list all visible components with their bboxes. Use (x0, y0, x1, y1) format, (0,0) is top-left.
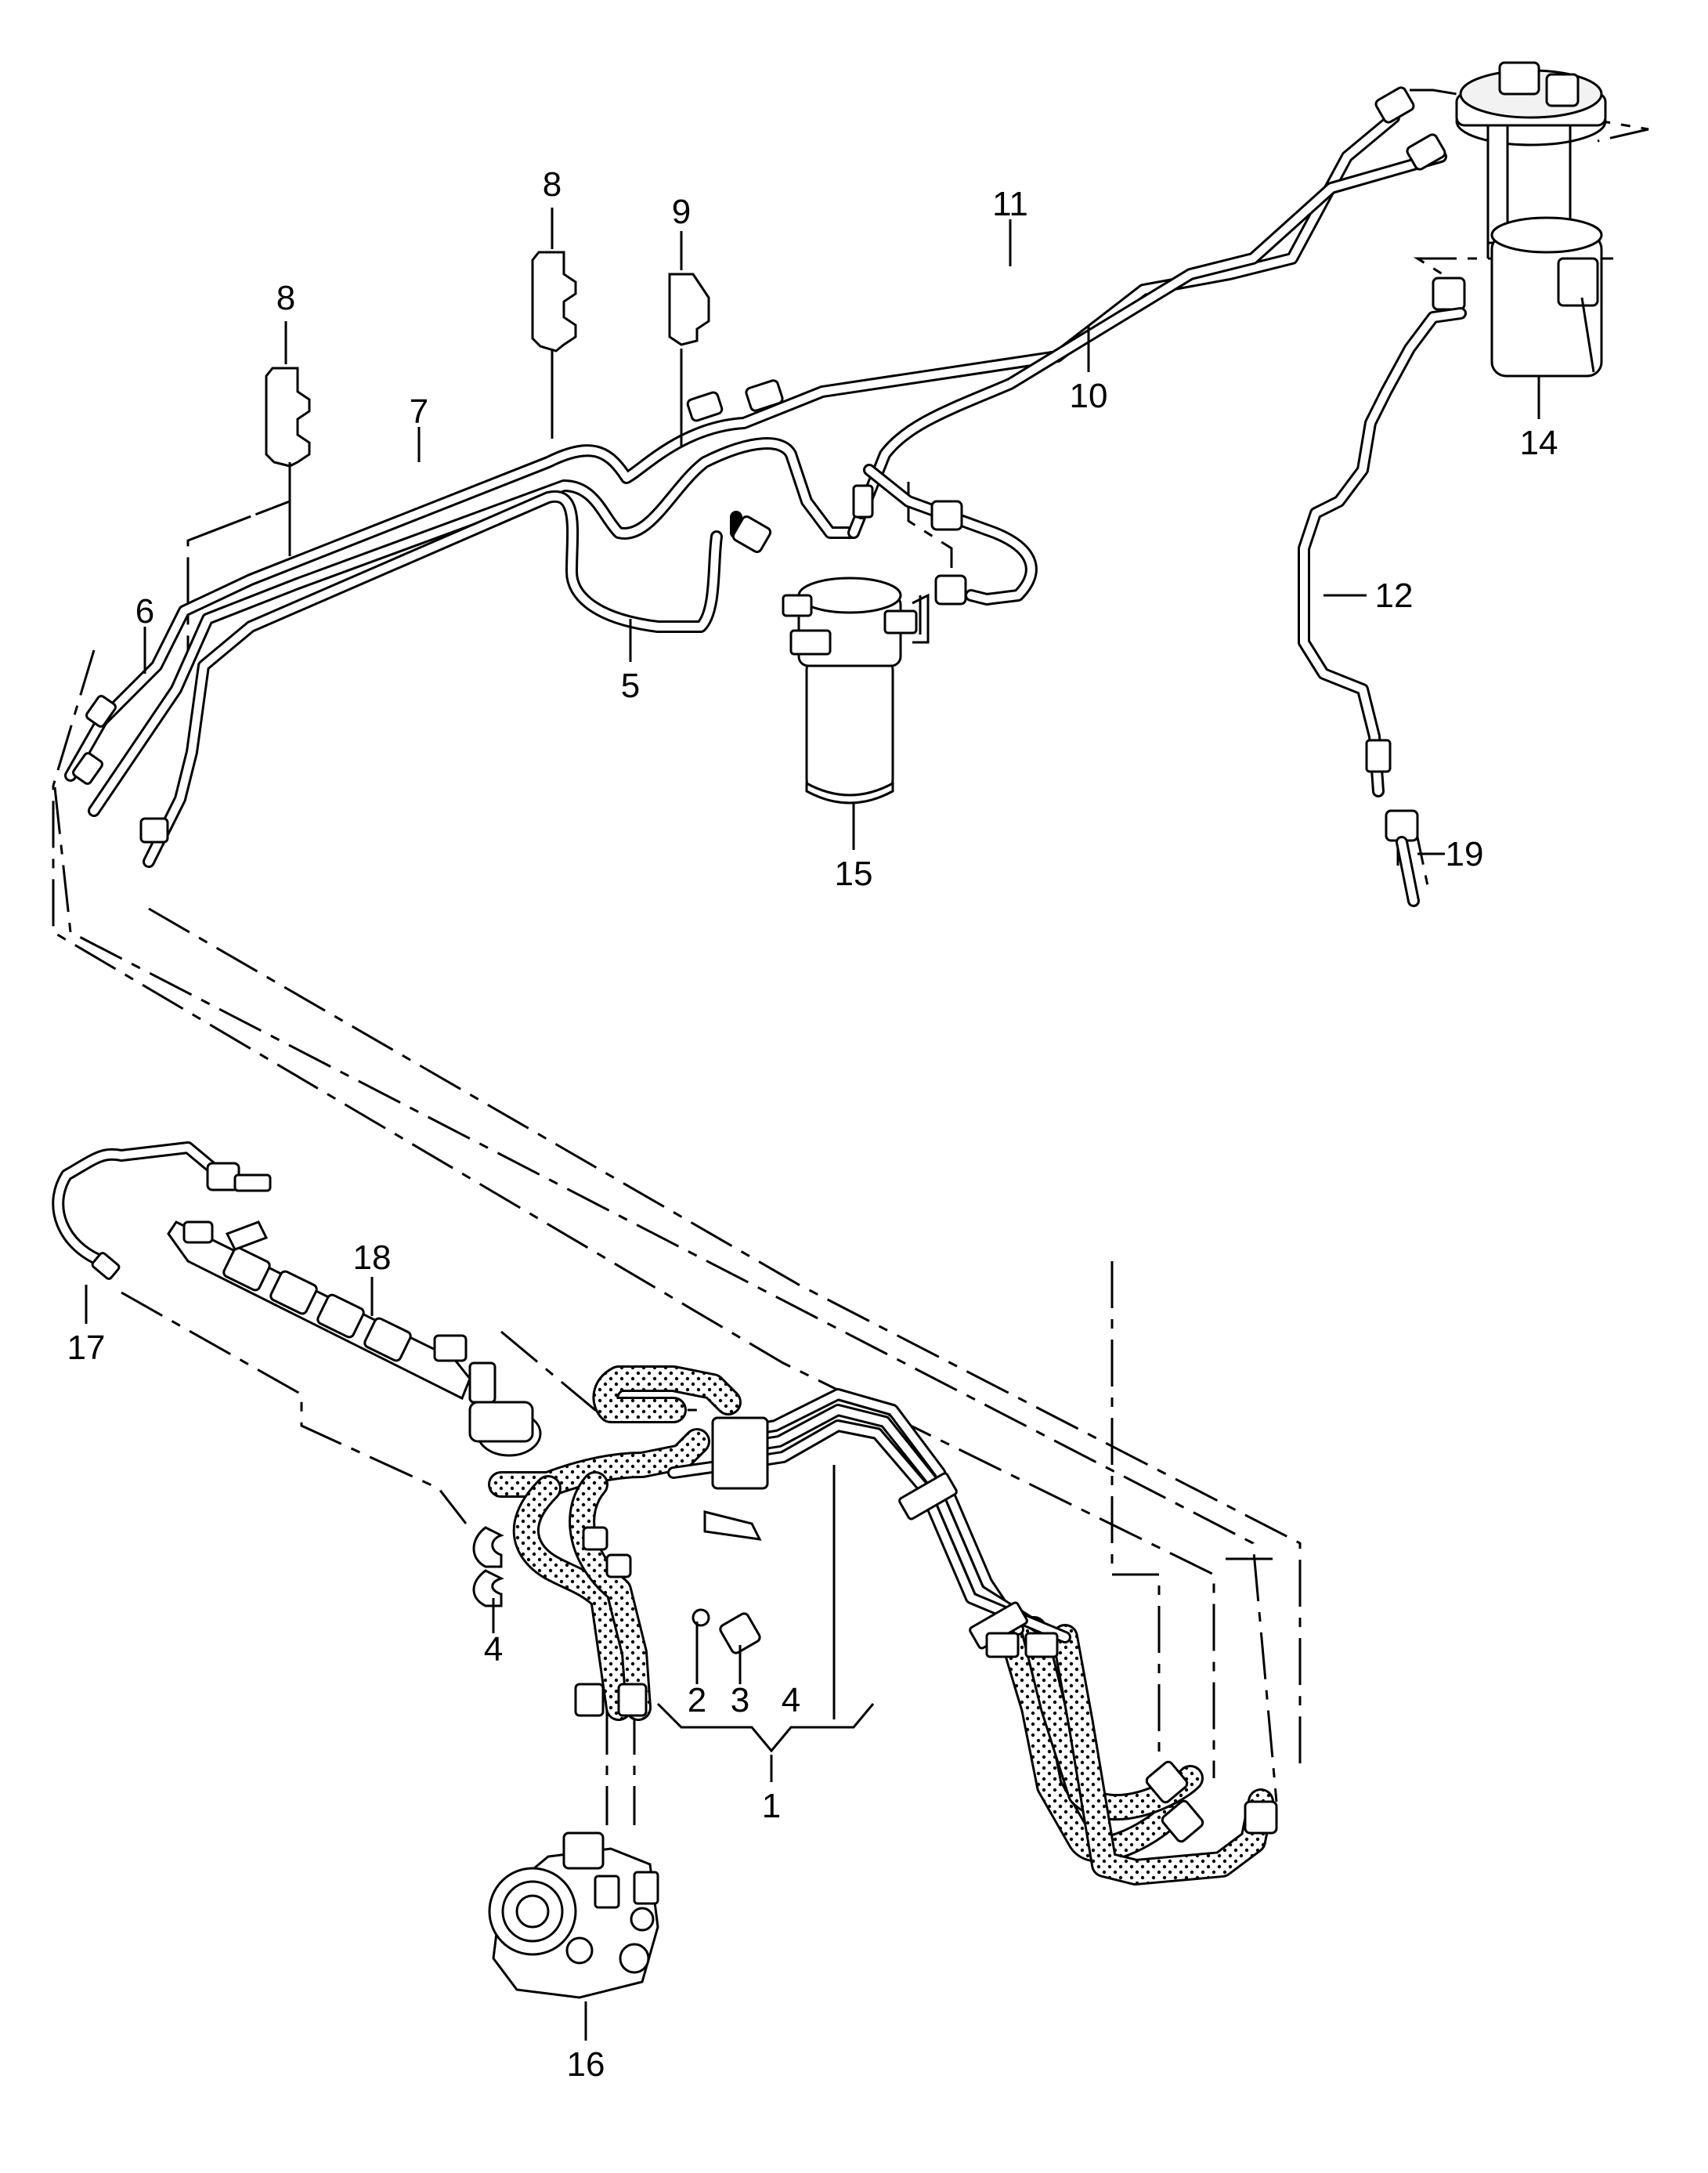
small-parts (472, 1526, 1278, 1843)
assembly-dash-lines (52, 89, 1649, 1825)
callout-10: 10 (1070, 377, 1108, 415)
upper-fuel-lines (64, 111, 1447, 868)
callout-4-pipes: 4 (782, 1681, 800, 1719)
callout-11: 11 (992, 185, 1028, 223)
callout-16: 16 (567, 2045, 605, 2084)
return-line-17 (52, 1141, 272, 1280)
callout-8-center: 8 (543, 165, 562, 204)
pipe-bundle-4 (667, 1388, 1071, 1658)
fuel-tank-pump-module (1432, 61, 1607, 378)
callout-1: 1 (762, 1787, 781, 1825)
fuel-rail-18 (167, 1220, 542, 1457)
callout-8-left: 8 (276, 279, 295, 317)
callout-19: 19 (1446, 835, 1484, 873)
tank-line-12 (1298, 307, 1467, 907)
callout-7: 7 (410, 392, 428, 431)
line-clips (265, 251, 710, 468)
callout-15: 15 (835, 855, 873, 893)
callout-17: 17 (67, 1329, 106, 1367)
high-pressure-pump (488, 1831, 659, 1999)
callout-6: 6 (135, 592, 154, 631)
fuel-filter (782, 577, 930, 804)
callout-4-bracket: 4 (484, 1630, 503, 1669)
callout-18: 18 (353, 1238, 392, 1277)
callout-9: 9 (672, 193, 691, 231)
callout-14: 14 (1520, 424, 1558, 462)
callout-labels: 1 2 3 4 4 5 6 7 8 8 9 10 11 12 14 15 16 … (67, 165, 1558, 2084)
callout-3: 3 (731, 1681, 749, 1719)
line-connectors (72, 86, 1446, 844)
callout-2: 2 (688, 1681, 706, 1719)
callout-12: 12 (1375, 577, 1414, 615)
callout-5: 5 (621, 667, 640, 705)
callout-leaders (85, 208, 1540, 2041)
high-pressure-hoses (488, 1365, 1274, 1886)
